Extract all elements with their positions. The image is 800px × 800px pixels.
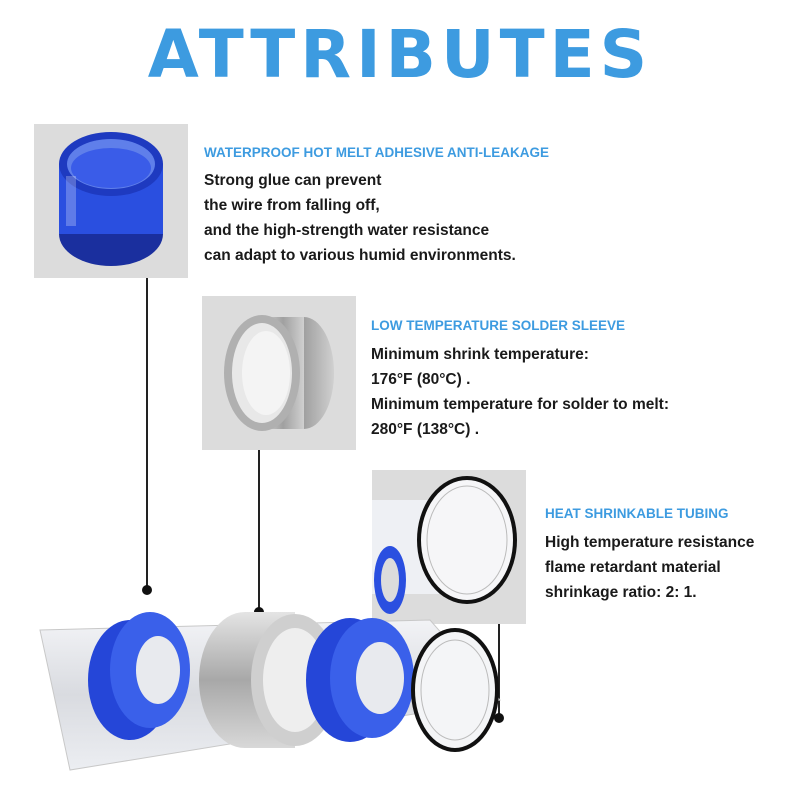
- feature-heading-adhesive: WATERPROOF HOT MELT ADHESIVE ANTI-LEAKAG…: [204, 145, 549, 160]
- feature-line: flame retardant material: [545, 559, 721, 576]
- solder-sleeve-image: [202, 296, 356, 450]
- feature-line: Strong glue can prevent: [204, 172, 382, 189]
- feature-heading-solder: LOW TEMPERATURE SOLDER SLEEVE: [371, 318, 626, 333]
- feature-line: and the high-strength water resistance: [204, 222, 490, 239]
- feature-line: Minimum shrink temperature:: [371, 346, 589, 363]
- page-title: ATTRIBUTES: [147, 16, 653, 93]
- heat-shrink-connector-illustration: [39, 612, 501, 771]
- feature-text-adhesive: Strong glue can prevent the wire from fa…: [204, 168, 516, 268]
- clear-shrink-tube-icon: [372, 476, 517, 614]
- feature-line: shrinkage ratio: 2: 1.: [545, 584, 697, 601]
- feature-heading-tubing: HEAT SHRINKABLE TUBING: [545, 506, 729, 521]
- solder-sleeve-ring-icon: [224, 315, 334, 431]
- connector-dot-tubing: [494, 713, 504, 723]
- feature-line: 280°F (138°C) .: [371, 421, 480, 438]
- feature-line: Minimum temperature for solder to melt:: [371, 396, 669, 413]
- blue-adhesive-ring-icon: [59, 132, 163, 266]
- feature-text-solder: Minimum shrink temperature: 176°F (80°C)…: [371, 342, 669, 442]
- feature-text-tubing: High temperature resistance flame retard…: [545, 530, 754, 605]
- connector-dot-adhesive: [142, 585, 152, 595]
- adhesive-ring-image: [34, 124, 188, 278]
- feature-line: can adapt to various humid environments.: [204, 247, 516, 264]
- connector-line-tubing: [498, 624, 500, 718]
- feature-line: High temperature resistance: [545, 534, 755, 551]
- connector-line-solder: [258, 450, 260, 610]
- feature-line: 176°F (80°C) .: [371, 371, 471, 388]
- feature-line: the wire from falling off,: [204, 197, 380, 214]
- shrink-tube-image: [372, 470, 526, 624]
- connector-line-adhesive: [146, 278, 148, 588]
